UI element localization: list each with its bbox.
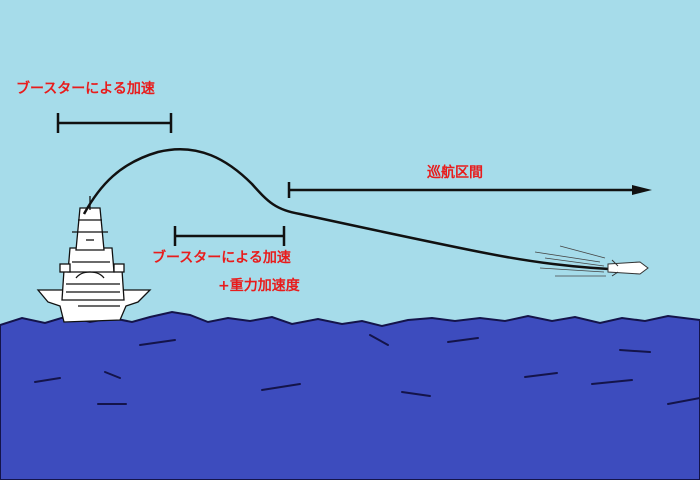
missile (534, 245, 649, 277)
wave-lines (34, 334, 700, 405)
wave-line (591, 379, 633, 385)
ship-gun (59, 263, 71, 273)
wave-line (34, 377, 61, 383)
missile-fin (611, 271, 619, 277)
wave-line (619, 349, 651, 353)
ship-detail (75, 271, 105, 279)
warship (36, 196, 152, 323)
booster-interval-bar-mid (173, 226, 286, 246)
ship-bridge (67, 247, 115, 273)
cruise-interval-arrow (287, 182, 640, 198)
ship-gun (113, 263, 125, 273)
missile-body (607, 261, 649, 275)
gravity-acceleration-label: +重力加速度 (218, 278, 300, 294)
wave-line (369, 334, 389, 346)
wave-line (104, 371, 121, 379)
wave-line (261, 383, 301, 391)
booster-interval-bar-top (56, 113, 173, 133)
wave-line (667, 397, 700, 405)
wave-line (401, 391, 431, 397)
wave-line (139, 339, 176, 346)
ship-mast (75, 207, 105, 251)
cruise-arrowhead (632, 185, 652, 195)
wave-line (524, 372, 558, 378)
missile-trajectory (82, 147, 631, 272)
wave-line (447, 337, 479, 343)
ship-superstructure (61, 269, 125, 301)
booster-acceleration-label: ブースターによる加速 (16, 81, 155, 97)
missile-fin (611, 259, 619, 267)
missile-speed-lines (534, 245, 606, 277)
sea-surface (0, 310, 700, 480)
cruise-section-label: 巡航区間 (427, 165, 483, 181)
booster-acceleration-label-2: ブースターによる加速 (152, 250, 291, 266)
